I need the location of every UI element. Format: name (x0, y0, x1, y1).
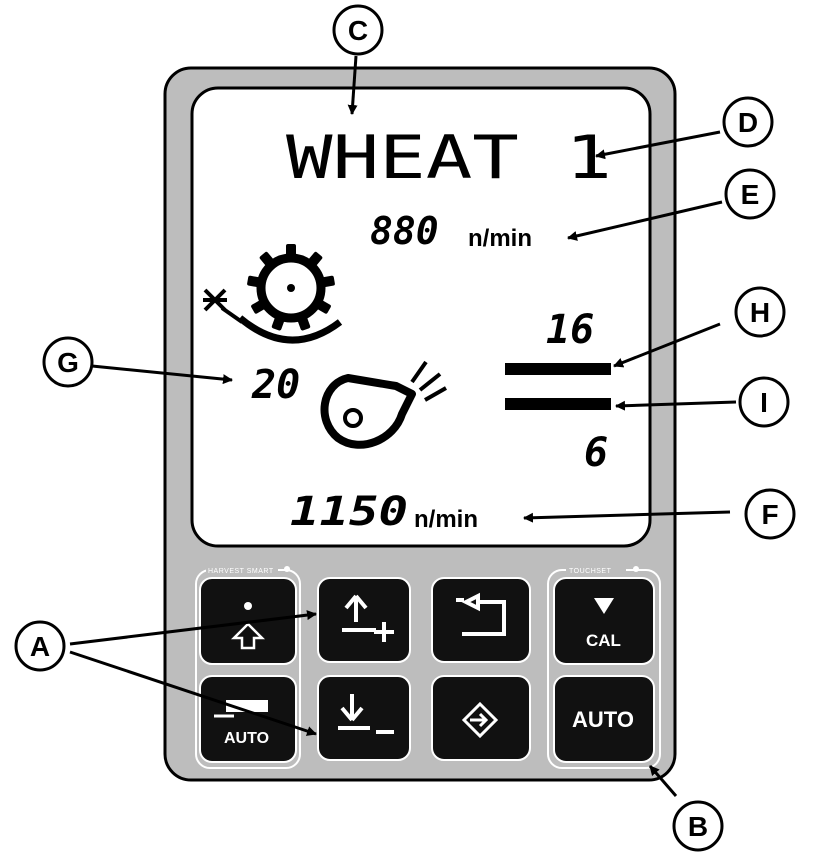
fan-speed-unit: n/min (414, 506, 478, 533)
raise-arrow-icon (342, 594, 394, 642)
auto-left-label: AUTO (224, 730, 269, 747)
svg-text:A: A (30, 631, 50, 662)
rotor-clearance-value: 20 (251, 362, 300, 408)
callout-b: B (672, 800, 724, 852)
callout-c: C (332, 4, 384, 56)
svg-text:C: C (348, 15, 368, 46)
svg-text:D: D (738, 107, 758, 138)
auto-label: AUTO (572, 707, 634, 732)
enter-key[interactable] (431, 675, 531, 761)
fan-speed-value: 1150 (290, 489, 408, 535)
lcd-screen (190, 86, 652, 548)
callout-f: F (744, 488, 796, 540)
rotor-speed-unit: n/min (468, 225, 532, 252)
harvestsmart-group: HARVEST SMART (195, 565, 301, 769)
callout-e: E (724, 168, 776, 220)
sieve-lower-value: 6 (584, 430, 608, 476)
harvestsmart-label: HARVEST SMART (208, 568, 274, 575)
callout-g: G (42, 336, 94, 388)
return-icon (456, 592, 506, 636)
touchset-label: TOUCHSET (569, 568, 612, 575)
callout-i: I (738, 376, 790, 428)
rotor-speed-value: 880 (370, 209, 439, 253)
touchset-group: TOUCHSET (547, 565, 661, 769)
svg-text:E: E (741, 179, 760, 210)
callout-arrows (69, 55, 737, 797)
rotor-gear-icon (247, 244, 335, 331)
down-triangle-icon (594, 598, 614, 614)
wind-indicator-icon (203, 288, 244, 324)
svg-text:I: I (760, 387, 768, 418)
fan-icon (320, 360, 447, 449)
up-arrow-outline-icon (230, 622, 266, 650)
concave-arc-icon (237, 315, 343, 344)
svg-text:B: B (688, 811, 708, 842)
svg-text:F: F (761, 499, 778, 530)
auto-header-key[interactable]: AUTO (199, 675, 297, 763)
callout-a: A (14, 620, 66, 672)
cal-label: CAL (586, 631, 621, 650)
auto-key[interactable]: AUTO (553, 675, 655, 763)
sieve-upper-bar (505, 363, 611, 375)
callout-h: H (734, 286, 786, 338)
crop-name-readout: WHEAT 1 (286, 123, 612, 193)
sieve-lower-bar (505, 398, 611, 410)
callout-d: D (722, 96, 774, 148)
lower-minus-key[interactable] (317, 675, 411, 761)
dot-icon (244, 602, 252, 610)
cal-down-key[interactable]: CAL (553, 577, 655, 665)
svg-text:H: H (750, 297, 770, 328)
sieve-upper-value: 16 (546, 307, 594, 353)
raise-plus-key[interactable] (317, 577, 411, 663)
svg-text:G: G (57, 347, 79, 378)
return-key[interactable] (431, 577, 531, 663)
lower-arrow-icon (338, 694, 394, 734)
enter-diamond-icon (461, 701, 499, 739)
